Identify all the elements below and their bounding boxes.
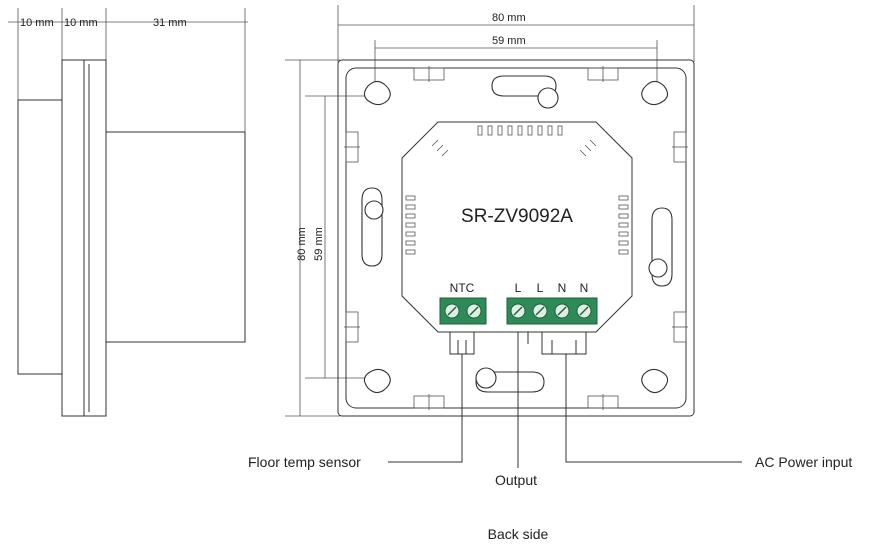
corner-mounting-holes [363,80,669,394]
side-front-plate [17,99,63,375]
dim-label-31mm: 31 mm [153,17,187,29]
callout-output: Output [495,472,537,488]
dim-label-59mm-height: 59 mm [313,227,325,261]
dim-label-59mm-width: 59 mm [492,35,526,47]
back-view: 80 mm 59 mm 80 mm 59 mm [248,5,852,542]
side-view: 10 mm 10 mm 31 mm [8,8,248,417]
callout-floor-temp-sensor: Floor temp sensor [248,454,361,470]
caption-back-side: Back side [488,526,549,542]
terminal-label-n1: N [558,281,567,295]
slot-holes [361,75,673,393]
callout-ac-power-input: AC Power input [755,454,852,470]
back-outer-frame [337,59,695,417]
power-output-terminal-block [506,297,598,325]
back-inner-frame [345,67,687,409]
terminal-label-n2: N [580,281,589,295]
terminal-label-l1: L [515,281,522,295]
model-label: SR-ZV9092A [461,206,573,227]
dim-label-80mm-width: 80 mm [492,12,526,24]
vent-slots [405,125,629,255]
terminal-label-l2: L [537,281,544,295]
dim-label-10mm-a: 10 mm [20,17,54,29]
terminal-label-ntc: NTC [450,281,475,295]
central-module-housing [401,121,633,333]
dim-label-10mm-b: 10 mm [64,17,98,29]
dim-label-80mm-height: 80 mm [296,227,308,261]
callout-leaders [388,344,742,468]
frame-clips [344,66,688,410]
ntc-terminal-block [439,297,487,325]
side-back-box [105,131,246,343]
